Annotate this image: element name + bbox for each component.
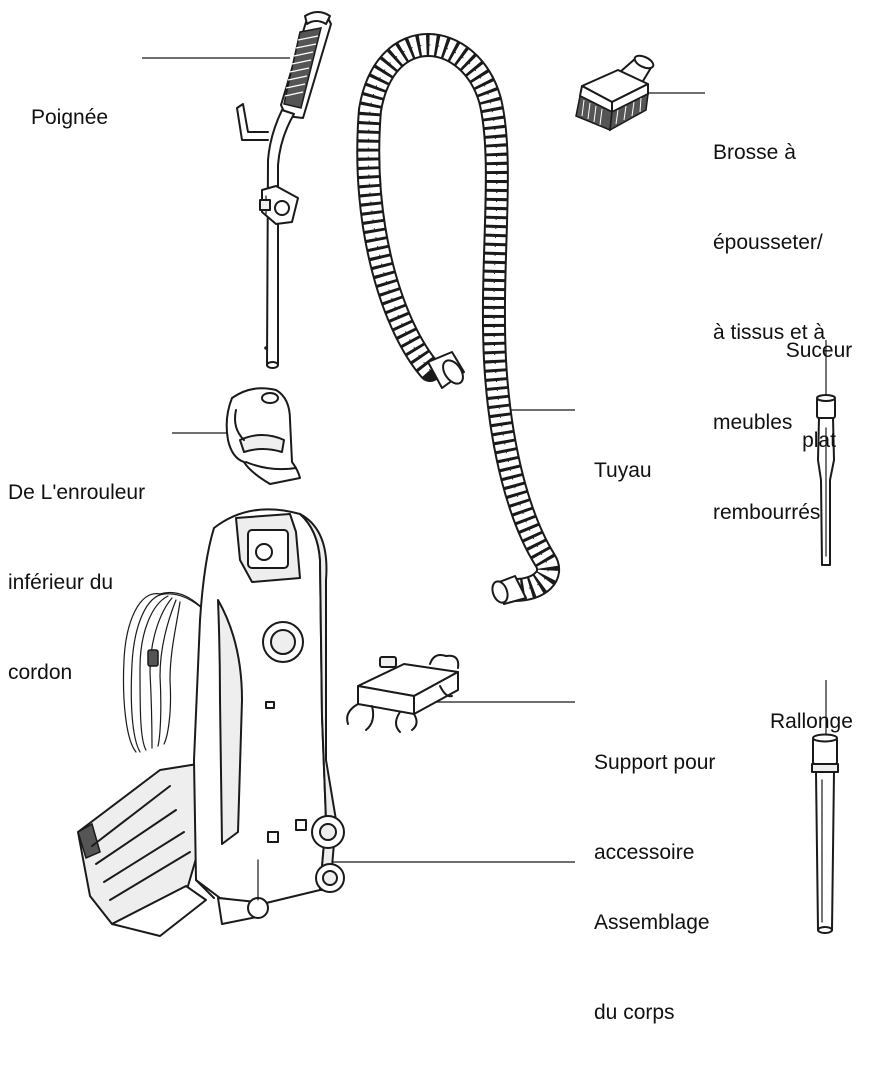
leader-lines [142, 57, 827, 863]
label-enrouleur: De L'enrouleur inférieur du cordon [8, 418, 145, 748]
label-line: Brosse à [713, 141, 796, 164]
label-tuyau: Tuyau [594, 396, 652, 546]
label-line: Tuyau [594, 459, 652, 482]
label-line: épousseter/ [713, 231, 823, 254]
crevice-tool-part [816, 394, 836, 566]
label-line: De L'enrouleur [8, 481, 146, 504]
label-line: Assemblage [594, 911, 710, 934]
label-rallonge: Rallonge [770, 647, 853, 797]
label-poignee: Poignée [31, 43, 108, 193]
diagram-canvas [77, 11, 839, 937]
hose-part [356, 33, 561, 605]
extension-wand-part [811, 733, 839, 934]
label-assemblage: Assemblage du corps [594, 848, 710, 1088]
label-line: meubles [713, 411, 793, 434]
label-support: Support pour accessoire [594, 688, 715, 928]
lower-cord-wrap-part [225, 387, 301, 485]
label-brosse: Brosse à épousseter/ à tissus et à meubl… [713, 78, 825, 588]
label-suceur: Suceur plat [771, 276, 867, 516]
label-line: Poignée [31, 106, 109, 129]
label-line: Rallonge [770, 710, 853, 733]
accessory-holder-part [346, 654, 460, 733]
dusting-brush-part [575, 54, 655, 132]
vacuum-parts-diagram: Poignée Brosse à épousseter/ à tissus et… [8, 11, 867, 1024]
handle-part [236, 11, 332, 369]
body-assembly-part [77, 508, 345, 937]
label-line: Support pour [594, 751, 716, 774]
label-line: Suceur [785, 339, 853, 362]
label-line: à tissus et à [713, 321, 826, 344]
label-line: cordon [8, 661, 73, 684]
label-line: accessoire [594, 841, 695, 864]
label-line: plat [802, 429, 836, 452]
label-line: inférieur du [8, 571, 114, 594]
label-line: rembourrés [713, 501, 821, 524]
label-line: du corps [594, 1001, 675, 1024]
